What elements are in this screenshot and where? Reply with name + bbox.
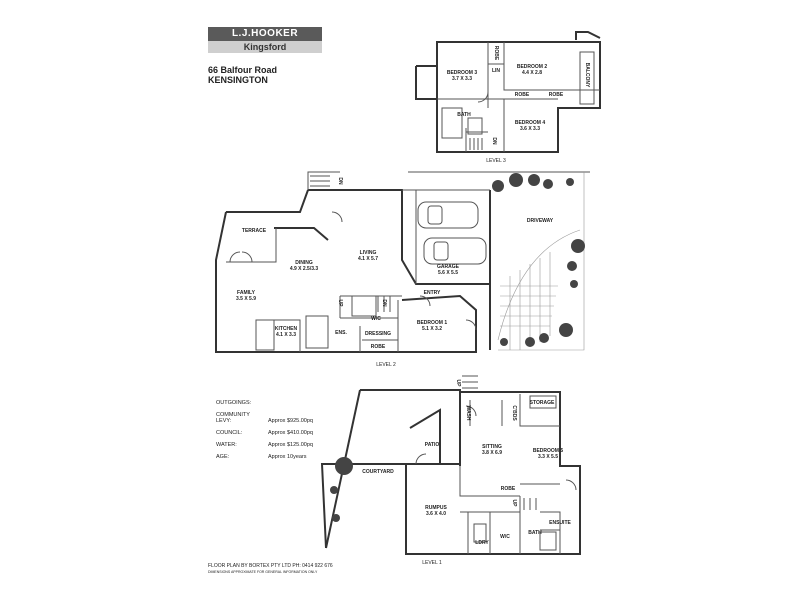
room-cupboards: C'BDS xyxy=(511,405,517,421)
stairs-up-l1b: UP xyxy=(511,499,517,507)
outgoing-value-water: Approx $125.00pq xyxy=(268,442,313,448)
address-suburb: KENSINGTON xyxy=(208,75,268,85)
outgoings-heading: OUTGOINGS: xyxy=(216,400,252,406)
floorplan-credit: FLOOR PLAN BY BORTEX PTY LTD PH: 0414 92… xyxy=(208,563,333,574)
room-balcony: BALCONY xyxy=(584,62,590,88)
room-bath-l1: BATH xyxy=(528,530,542,536)
area-courtyard: COURTYARD xyxy=(362,469,394,475)
outgoing-label-age: AGE: xyxy=(216,454,230,460)
room-laundry: LDRY xyxy=(475,540,489,546)
agency-logo: L.J.HOOKER xyxy=(208,27,322,41)
room-robe-l2: ROBE xyxy=(370,344,386,350)
stairs-dn-l2-top: DN xyxy=(337,177,343,185)
room-ensuite: ENSUITE xyxy=(549,520,571,526)
stairs-up-l2: UP xyxy=(337,299,343,307)
outgoing-value-council: Approx $410.00pq xyxy=(268,430,313,436)
room-robe-l3b: ROBE xyxy=(514,92,530,98)
room-linen: LIN xyxy=(491,68,501,74)
room-entry: ENTRY xyxy=(423,290,441,296)
room-robe-l1: ROBE xyxy=(500,486,516,492)
outgoing-value-levy: Approx $925.00pq xyxy=(268,418,313,424)
area-driveway: DRIVEWAY xyxy=(526,218,554,224)
level3-label: LEVEL 3 xyxy=(486,158,506,164)
room-storage: STORAGE xyxy=(529,400,555,406)
room-dressing: DRESSING xyxy=(364,331,392,337)
outgoing-label-water: WATER: xyxy=(216,442,237,448)
stairs-dn-l2: DN xyxy=(381,299,387,307)
outgoing-label-levy: COMMUNITY LEVY: xyxy=(216,412,250,424)
room-wc-l2: W/C xyxy=(371,316,381,322)
address-street: 66 Balfour Road xyxy=(208,65,278,75)
agency-office: Kingsford xyxy=(208,41,322,53)
room-ensuite-l2: ENS. xyxy=(335,330,347,336)
room-terrace: TERRACE xyxy=(241,228,267,234)
stairs-dn-l3: DN xyxy=(491,137,497,145)
room-robe-l3c: ROBE xyxy=(548,92,564,98)
level1-label: LEVEL 1 xyxy=(422,560,442,566)
room-robe-l3a: ROBE xyxy=(493,45,499,61)
room-patio: PATIO xyxy=(424,442,440,448)
room-wc-l1: W/C xyxy=(500,534,510,540)
outgoing-value-age: Approx 10years xyxy=(268,454,307,460)
room-bath-l3: BATH xyxy=(457,112,471,118)
room-wash: WASH xyxy=(465,405,471,421)
stairs-up-l1: UP xyxy=(455,379,461,387)
level2-label: LEVEL 2 xyxy=(376,362,396,368)
outgoing-label-council: COUNCIL: xyxy=(216,430,243,436)
